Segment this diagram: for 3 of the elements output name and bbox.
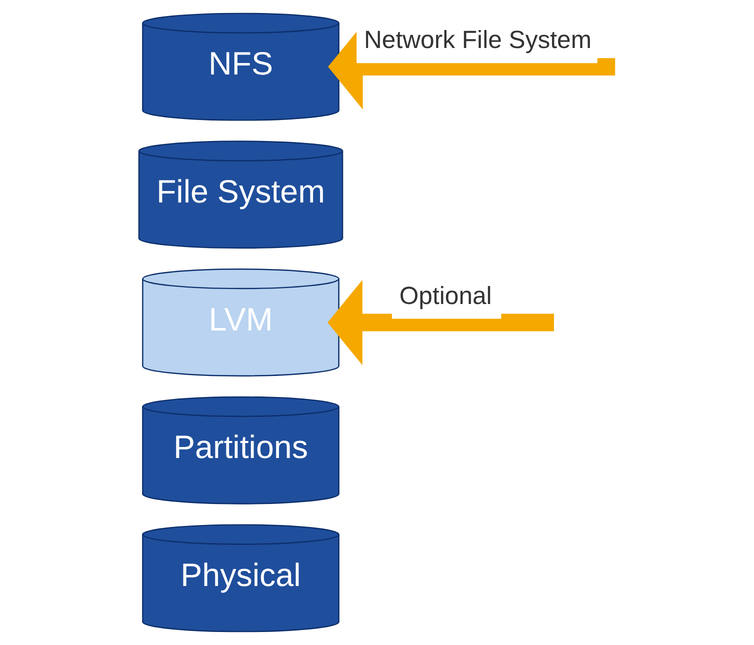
edge-label: Network File System xyxy=(364,27,592,54)
edge-label: Optional xyxy=(398,282,492,310)
arrow xyxy=(327,280,554,366)
